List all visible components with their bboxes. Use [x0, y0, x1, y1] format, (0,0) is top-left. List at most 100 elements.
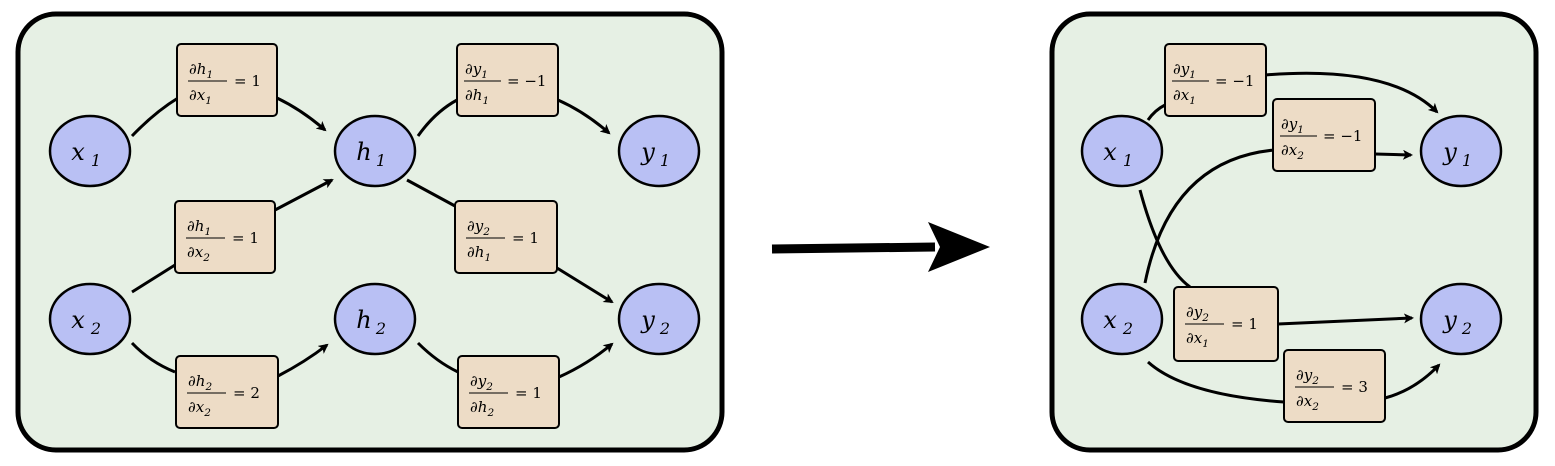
label-dy2-dh1-num: y	[474, 217, 484, 235]
svg-text:2: 2	[659, 319, 670, 338]
label-dy2-dx1-num: y	[1193, 303, 1203, 321]
svg-text:2: 2	[1461, 319, 1472, 338]
svg-text:x: x	[71, 306, 85, 334]
label-dy2-dh2-value: 1	[532, 384, 542, 402]
label-dh2-dx2-value: 2	[250, 384, 260, 402]
svg-text:1: 1	[1123, 151, 1133, 170]
node-r-y2: y 2	[1419, 282, 1503, 356]
svg-text:2: 2	[375, 319, 386, 338]
label-dy1-dx2: ∂y1 ∂x2 = −1	[1272, 98, 1376, 172]
label-dy2-dx2-value: 3	[1358, 378, 1368, 396]
label-dh1-dx1-den: x	[197, 86, 206, 104]
label-dy1-dh1-value: −1	[524, 72, 546, 90]
node-r-y1-label: y	[1442, 138, 1457, 166]
node-r-x2-shape	[1080, 282, 1164, 356]
node-r-x2-label: x	[1103, 306, 1117, 334]
edge-r-x2-y1	[1143, 148, 1275, 284]
label-dy2-dx1-value: 1	[1248, 315, 1258, 333]
svg-text:= −1: = −1	[1215, 72, 1254, 90]
label-dy2-dh2-num: y	[477, 372, 487, 390]
node-h2-sub: 2	[375, 319, 386, 338]
svg-text:= 3: = 3	[1341, 378, 1368, 396]
label-dy1-dx2-den: x	[1289, 141, 1298, 159]
node-r-y2-shape	[1419, 282, 1503, 356]
svg-text:1: 1	[660, 151, 670, 170]
label-dy2-dh1: ∂y2 ∂h1 = 1	[454, 200, 558, 274]
svg-text:x: x	[71, 138, 85, 166]
edge-h1-y2	[406, 178, 456, 208]
label-dy2-dx2-num: y	[1303, 366, 1313, 384]
label-dy1-dh1: ∂y1 ∂h1 = −1	[456, 43, 559, 117]
node-x1-label: x	[71, 138, 85, 166]
edge-r-x2-y2-arrow	[1384, 363, 1441, 400]
svg-text:= 1: = 1	[232, 229, 259, 247]
edge-x2-h2-arrow	[277, 343, 329, 378]
svg-text:h: h	[356, 306, 371, 334]
label-dy1-dx1-value: −1	[1232, 72, 1254, 90]
node-y1-sub: 1	[660, 151, 670, 170]
svg-text:= 1: = 1	[512, 229, 539, 247]
right-panel: x 1 x 2 y 1 y 2 ∂y1 ∂x1 = −1 ∂y1	[1049, 11, 1539, 453]
svg-text:x: x	[1103, 138, 1117, 166]
node-y2-sub: 2	[659, 319, 670, 338]
node-r-x1-label: x	[1103, 138, 1117, 166]
label-dy2-dx2: ∂y2 ∂x2 = 3	[1283, 349, 1386, 423]
label-dy1-dx2-value: −1	[1340, 127, 1362, 145]
node-y2: y 2	[617, 282, 701, 356]
node-x2: x 2	[48, 282, 132, 356]
label-dh1-dx2-den: x	[195, 243, 204, 261]
label-dy2-dh2-den: h	[478, 398, 488, 416]
label-dh1-dx1-value: 1	[251, 72, 261, 90]
node-x2-label: x	[71, 306, 85, 334]
node-r-x1: x 1	[1080, 114, 1164, 188]
label-dy1-dx1-num: y	[1180, 60, 1190, 78]
svg-text:x: x	[1103, 306, 1117, 334]
edge-r-x1-y2-arrow	[1277, 313, 1414, 326]
svg-text:= 2: = 2	[233, 384, 260, 402]
label-dy1-dh1-den: h	[473, 86, 483, 104]
svg-text:y: y	[640, 306, 655, 334]
left-edges	[130, 96, 614, 379]
label-dy2-dh2: ∂y2 ∂h2 = 1	[457, 355, 560, 429]
edge-r-x1-y2	[1138, 189, 1191, 289]
right-edges	[1138, 71, 1441, 404]
label-dy1-dh1-num: y	[472, 60, 482, 78]
edge-x2-h1	[131, 263, 176, 294]
edge-x1-h1-arrow	[276, 96, 327, 132]
node-x1: x 1	[48, 114, 132, 188]
node-h2-label: h	[356, 306, 371, 334]
svg-text:2: 2	[90, 319, 101, 338]
label-dh1-dx2-value: 1	[249, 229, 259, 247]
node-x1-sub: 1	[91, 151, 101, 170]
svg-text:= 1: = 1	[234, 72, 261, 90]
label-dy2-dh1-value: 1	[529, 229, 539, 247]
label-dh2-dx2: ∂h2 ∂x2 = 2	[175, 355, 279, 429]
label-dy2-dx1-den: x	[1194, 329, 1203, 347]
label-dh1-dx2: ∂h1 ∂x2 = 1	[174, 200, 276, 274]
node-y2-shape	[617, 282, 701, 356]
edge-r-x1-y1-arrow	[1264, 71, 1439, 114]
transform-arrow	[771, 222, 990, 272]
edge-x1-h1	[130, 96, 179, 138]
node-h2-shape	[333, 282, 417, 356]
svg-text:y: y	[1442, 306, 1457, 334]
edge-x2-h2	[130, 341, 176, 374]
svg-text:1: 1	[1462, 151, 1472, 170]
node-y1: y 1	[617, 114, 701, 188]
edge-h1-y1	[416, 98, 458, 137]
label-dy1-dx1: ∂y1 ∂x1 = −1	[1164, 43, 1267, 117]
label-dy2-dx1: ∂y2 ∂x1 = 1	[1173, 286, 1279, 362]
left-panel: x 1 x 2 h 1 h 2 y 1 y 2	[15, 11, 725, 453]
node-h1: h 1	[333, 114, 417, 188]
edge-r-x2-y1-arrow	[1374, 149, 1413, 160]
node-h1-label: h	[356, 138, 371, 166]
svg-text:1: 1	[91, 151, 101, 170]
node-h1-shape	[333, 114, 417, 188]
node-r-x2-sub: 2	[1122, 319, 1133, 338]
svg-text:2: 2	[1122, 319, 1133, 338]
node-r-y2-sub: 2	[1461, 319, 1472, 338]
svg-text:y: y	[1442, 138, 1457, 166]
node-y2-label: y	[640, 306, 655, 334]
node-r-x2: x 2	[1080, 282, 1164, 356]
